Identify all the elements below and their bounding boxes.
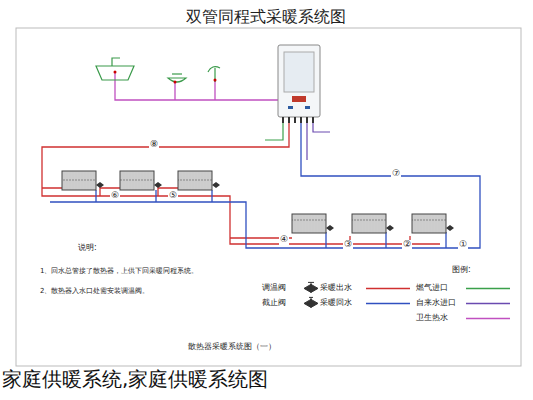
callout-number: ⑤ <box>168 191 178 201</box>
supply-pipe <box>42 123 440 244</box>
radiators <box>62 171 446 233</box>
return-pipe <box>50 123 480 248</box>
legend-text: 卫生热水 <box>416 314 448 323</box>
legend-line <box>366 288 410 290</box>
legend-line <box>466 303 510 305</box>
legend-text: 采暖回水 <box>320 299 352 308</box>
callout-number: ② <box>402 240 412 250</box>
legend-line <box>466 288 510 290</box>
hot-water-pipe <box>115 72 280 100</box>
callout-number: ① <box>458 240 468 250</box>
valve-symbol <box>304 297 318 307</box>
legend-heading: 图例: <box>452 266 471 275</box>
wall-boiler <box>278 45 320 123</box>
callout-number: ⑦ <box>391 169 401 179</box>
notes-heading: 说明: <box>78 244 97 253</box>
legend-line <box>466 318 510 320</box>
caption: 散热器采暖系统图（一） <box>188 343 276 352</box>
note-text: 1、回水总管接了散热器，上供下回采暖同程系统。 <box>40 268 198 276</box>
valve-symbol <box>304 282 318 292</box>
note-text: 2、散热器入水口处需安装调温阀。 <box>40 288 149 296</box>
callout-number: ⑧ <box>149 140 159 150</box>
valves <box>96 182 454 231</box>
legend-text: 采暖出水 <box>320 284 352 293</box>
legend-text: 调温阀 <box>262 284 286 293</box>
page-footer: 家庭供暖系统,家庭供暖系统图 <box>2 368 268 390</box>
legend-line <box>366 303 410 305</box>
callout-number: ⑥ <box>110 191 120 201</box>
callout-number: ④ <box>279 235 289 245</box>
diagram-title: 双管同程式采暖系统图 <box>186 8 346 26</box>
legend-text: 自来水进口 <box>416 299 456 308</box>
cold-water-pipe <box>307 123 330 160</box>
callout-number: ③ <box>343 240 353 250</box>
frame <box>16 28 521 366</box>
fixtures <box>96 58 220 82</box>
legend-text: 截止阀 <box>262 299 286 308</box>
gas-pipe <box>265 123 283 140</box>
legend-text: 燃气进口 <box>416 284 448 293</box>
